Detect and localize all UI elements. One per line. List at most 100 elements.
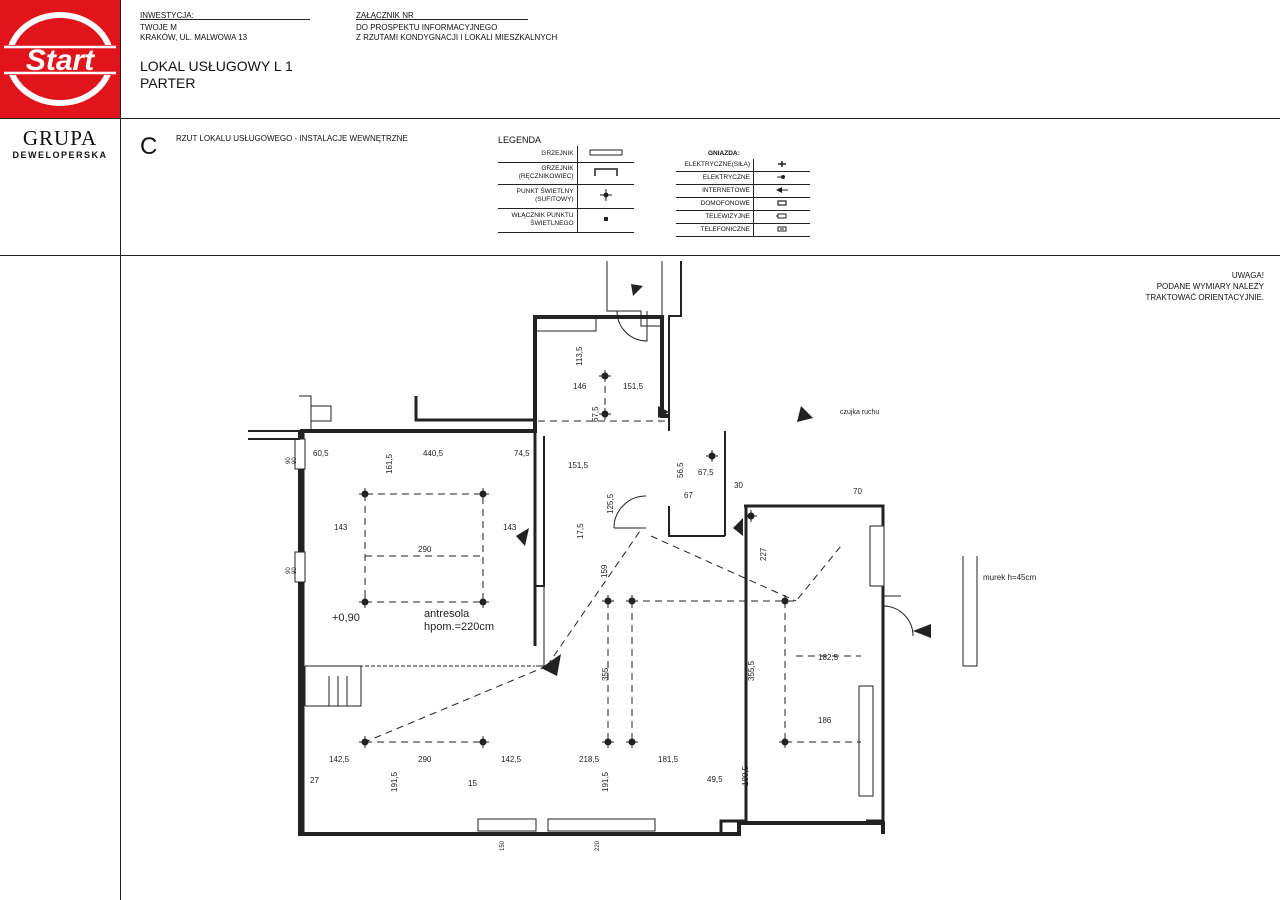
wire-7 <box>631 545 842 602</box>
stairs-outline <box>304 665 362 707</box>
floor-plan: antresola hpom.=220cm +0,90 czujka ruchu… <box>248 261 1036 851</box>
motion-sensor-icon <box>516 528 529 546</box>
unit-name: LOKAL USŁUGOWY L 1 <box>140 58 293 74</box>
dim: 143 <box>334 523 348 532</box>
socket-row: INTERNETOWE <box>676 184 810 198</box>
partition-3 <box>536 586 545 667</box>
ceiling-light-icon <box>602 736 614 748</box>
dim: 150 <box>500 840 506 851</box>
legend-row: WŁĄCZNIK PUNKTU ŚWIETLNEGO <box>498 208 634 233</box>
window-bottom-2 <box>547 818 656 832</box>
socket-row: TELEFONICZNE <box>676 223 810 237</box>
ceiling-light-icon <box>359 596 371 608</box>
attachment-underline <box>356 19 528 20</box>
wall-east <box>746 504 885 823</box>
socket-label: INTERNETOWE <box>676 184 754 198</box>
ceiling-light-icon <box>477 736 489 748</box>
dim: 90 <box>286 567 292 574</box>
ceiling-light-icon <box>779 595 791 607</box>
window-bottom-1 <box>477 818 537 832</box>
ceiling-light-icon <box>626 595 638 607</box>
legend-label: GRZEJNIK (RĘCZNIKOWIEC) <box>498 162 578 185</box>
dim: 74,5 <box>514 449 530 458</box>
motion-sensor-icon <box>913 624 931 638</box>
ceiling-light-icon <box>626 736 638 748</box>
ceiling-light-icon <box>745 510 757 522</box>
dim: 146 <box>573 382 587 391</box>
sockets-title: GNIAZDA: <box>708 150 740 157</box>
dim: 218,5 <box>579 755 600 764</box>
dim: 90 <box>292 567 298 574</box>
intercom-socket-icon <box>753 197 810 211</box>
logo-text: Start <box>26 44 96 77</box>
column-b <box>294 551 306 583</box>
dim: 125,5 <box>606 493 615 514</box>
note-line3: TRAKTOWAĆ ORIENTACYJNIE. <box>1145 293 1264 302</box>
radiator-icon <box>576 146 634 163</box>
dim: 142,5 <box>501 755 522 764</box>
legend-table: GRZEJNIK GRZEJNIK (RĘCZNIKOWIEC) PUNKT Ś… <box>498 146 634 233</box>
motion-sensor-icon <box>797 406 813 422</box>
dim: 290 <box>418 755 432 764</box>
legend-label: GRZEJNIK <box>498 146 578 163</box>
motion-sensor-icon <box>733 518 743 536</box>
socket-row: ELEKTRYCZNE <box>676 171 810 185</box>
dim: 67 <box>684 491 693 500</box>
ceiling-light-icon <box>576 184 634 209</box>
unit-floor: PARTER <box>140 75 196 91</box>
wire-1 <box>364 493 484 603</box>
wire-8 <box>650 535 797 602</box>
dim: 30 <box>734 481 743 490</box>
dim: 151,5 <box>623 382 644 391</box>
dim: 90 <box>286 457 292 464</box>
socket-label: DOMOFONOWE <box>676 197 754 211</box>
ceiling-light-icon <box>359 488 371 500</box>
motion-sensor-label: czujka ruchu <box>840 409 879 416</box>
light-switch-icon <box>576 208 634 233</box>
towel-radiator-icon <box>576 162 634 185</box>
stair-core <box>535 316 597 332</box>
plan-letter: C <box>140 133 158 160</box>
electric-socket-icon <box>753 171 810 185</box>
dim: 182,5 <box>818 653 839 662</box>
door-swing-mid <box>613 495 647 529</box>
dim: 440,5 <box>423 449 444 458</box>
wire-9 <box>784 601 861 742</box>
attachment-line2: Z RZUTAMI KONDYGNACJI I LOKALI MIESZKALN… <box>356 33 558 42</box>
dim: 227 <box>759 547 768 561</box>
level-label: +0,90 <box>332 612 360 624</box>
wall-bottom <box>716 821 885 836</box>
legend-row: GRZEJNIK <box>498 146 634 163</box>
ceiling-light-icon <box>602 595 614 607</box>
ceiling-light-icon <box>599 408 611 420</box>
investment-address: KRAKÓW, UL. MALWOWA 13 <box>140 33 248 42</box>
brand-deweloperska: DEWELOPERSKA <box>12 150 108 160</box>
motion-sensor-icon <box>631 284 643 296</box>
dim: 181,5 <box>658 755 679 764</box>
socket-label: TELEFONICZNE <box>676 223 754 237</box>
socket-row: ELEKTRYCZNE(SIŁA) <box>676 159 810 172</box>
door-right <box>882 595 914 637</box>
shaft <box>606 261 663 327</box>
wall-front <box>298 430 305 835</box>
internet-socket-icon <box>753 184 810 198</box>
bath-wall <box>668 506 725 537</box>
ceiling-light-icon <box>359 736 371 748</box>
window-right <box>858 685 874 797</box>
investment-name: TWOJE M <box>140 23 177 32</box>
dim: 161,5 <box>385 453 394 474</box>
wire-6 <box>607 601 633 742</box>
dim: 151,5 <box>568 461 589 470</box>
ceiling-light-icon <box>477 596 489 608</box>
legend-label: WŁĄCZNIK PUNKTU ŚWIETLNEGO <box>498 208 578 233</box>
note-line1: UWAGA! <box>1231 271 1264 280</box>
dim: 70 <box>853 487 862 496</box>
socket-row: DOMOFONOWE <box>676 197 810 211</box>
brand-grupa: GRUPA <box>22 126 98 150</box>
dim: 113,5 <box>575 346 584 366</box>
wire-3 <box>546 530 641 667</box>
wall-right <box>719 504 748 834</box>
dim: 90 <box>292 457 298 464</box>
dim: 220 <box>595 840 601 851</box>
dim: 15 <box>468 779 477 788</box>
